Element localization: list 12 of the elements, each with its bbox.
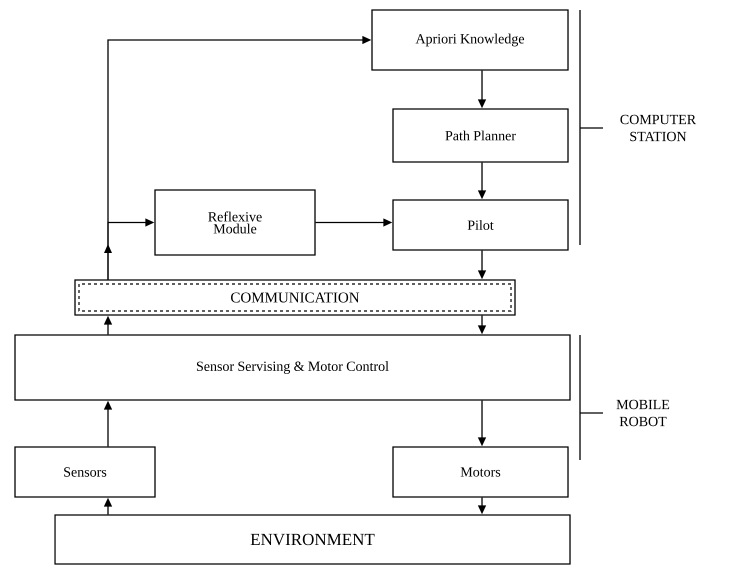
group-label: COMPUTER STATION — [620, 114, 696, 142]
process-box: Sensors — [14, 446, 156, 498]
process-box: Motors — [392, 446, 569, 498]
process-box: Reflexive Module — [154, 189, 316, 256]
process-box: Apriori Knowledge — [371, 9, 569, 71]
group-label: MOBILE ROBOT — [616, 400, 670, 426]
process-box: Sensor Servising & Motor Control — [14, 334, 571, 401]
communication-bus: COMMUNICATION — [74, 279, 516, 316]
environment-box: ENVIRONMENT — [54, 514, 571, 565]
arrow-head — [104, 244, 112, 253]
process-box: Path Planner — [392, 108, 569, 163]
process-box: Pilot — [392, 199, 569, 251]
